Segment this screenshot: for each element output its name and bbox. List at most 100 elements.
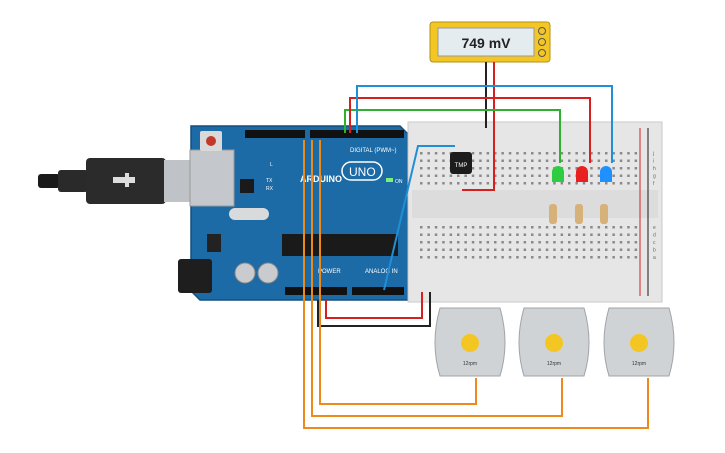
breadboard-hole[interactable] [427,152,430,155]
breadboard-hole[interactable] [523,248,527,252]
breadboard-hole[interactable] [479,226,482,229]
breadboard-hole[interactable] [508,167,512,170]
breadboard-hole[interactable] [612,241,615,244]
breadboard-hole[interactable] [427,256,430,259]
breadboard-hole[interactable] [634,248,638,252]
breadboard-hole[interactable] [553,152,556,155]
breadboard-hole[interactable] [605,226,608,229]
breadboard-hole[interactable] [516,256,519,259]
breadboard-hole[interactable] [545,182,549,185]
breadboard-hole[interactable] [449,174,453,178]
breadboard-hole[interactable] [523,226,527,229]
breadboard-hole[interactable] [434,152,438,155]
breadboard-hole[interactable] [590,167,593,170]
breadboard-hole[interactable] [568,233,571,237]
breadboard-hole[interactable] [501,152,504,155]
breadboard-hole[interactable] [501,182,504,185]
breadboard-hole[interactable] [605,241,608,244]
breadboard-hole[interactable] [523,182,527,185]
breadboard-hole[interactable] [494,248,497,252]
breadboard-hole[interactable] [538,159,541,163]
breadboard-hole[interactable] [575,248,578,252]
breadboard-hole[interactable] [597,256,601,259]
breadboard-hole[interactable] [442,248,445,252]
breadboard-hole[interactable] [523,159,527,163]
breadboard-hole[interactable] [538,182,541,185]
breadboard-hole[interactable] [612,152,615,155]
breadboard-hole[interactable] [471,248,475,252]
breadboard-hole[interactable] [501,226,504,229]
breadboard-hole[interactable] [471,233,475,237]
breadboard-hole[interactable] [568,241,571,244]
breadboard-hole[interactable] [560,226,564,229]
breadboard-hole[interactable] [531,226,534,229]
reset-button-icon[interactable] [206,136,216,146]
breadboard-hole[interactable] [479,256,482,259]
breadboard-hole[interactable] [634,182,638,185]
breadboard-hole[interactable] [605,159,608,163]
breadboard-hole[interactable] [523,256,527,259]
breadboard-hole[interactable] [545,248,549,252]
breadboard-hole[interactable] [479,182,482,185]
dc-motor[interactable]: 12rpm [434,307,506,377]
breadboard-hole[interactable] [516,174,519,178]
breadboard-hole[interactable] [553,233,556,237]
breadboard-hole[interactable] [531,233,534,237]
breadboard-hole[interactable] [575,233,578,237]
breadboard-hole[interactable] [486,241,490,244]
breadboard-hole[interactable] [627,233,630,237]
breadboard-hole[interactable] [538,233,541,237]
breadboard-hole[interactable] [560,152,564,155]
breadboard-hole[interactable] [420,174,423,178]
breadboard-hole[interactable] [560,159,564,163]
breadboard-hole[interactable] [442,256,445,259]
breadboard-hole[interactable] [420,159,423,163]
breadboard-hole[interactable] [457,256,460,259]
breadboard-hole[interactable] [597,182,601,185]
breadboard-hole[interactable] [531,174,534,178]
breadboard-hole[interactable] [575,159,578,163]
breadboard-hole[interactable] [486,152,490,155]
breadboard-hole[interactable] [582,241,586,244]
breadboard-hole[interactable] [464,256,467,259]
breadboard-hole[interactable] [582,159,586,163]
mode-r-button[interactable] [538,49,546,57]
breadboard-hole[interactable] [568,159,571,163]
breadboard-hole[interactable] [434,167,438,170]
breadboard-hole[interactable] [501,174,504,178]
breadboard-hole[interactable] [471,241,475,244]
breadboard-hole[interactable] [634,241,638,244]
breadboard-hole[interactable] [590,248,593,252]
breadboard-hole[interactable] [627,167,630,170]
breadboard-hole[interactable] [545,167,549,170]
breadboard-hole[interactable] [619,182,623,185]
breadboard-hole[interactable] [486,233,490,237]
breadboard-hole[interactable] [420,256,423,259]
usb-cable[interactable] [38,158,194,204]
breadboard-hole[interactable] [434,241,438,244]
breadboard-hole[interactable] [420,233,423,237]
breadboard-hole[interactable] [619,174,623,178]
breadboard-hole[interactable] [501,241,504,244]
breadboard-hole[interactable] [486,167,490,170]
breadboard-hole[interactable] [612,182,615,185]
resistors[interactable] [549,204,608,224]
breadboard-hole[interactable] [420,241,423,244]
breadboard-hole[interactable] [494,174,497,178]
breadboard-hole[interactable] [523,174,527,178]
breadboard-hole[interactable] [420,167,423,170]
breadboard-hole[interactable] [516,241,519,244]
breadboard-hole[interactable] [457,233,460,237]
breadboard-hole[interactable] [619,152,623,155]
led-blue[interactable] [600,166,612,182]
resistor-3[interactable] [600,204,608,224]
breadboard-hole[interactable] [582,182,586,185]
breadboard-hole[interactable] [479,167,482,170]
breadboard-hole[interactable] [612,233,615,237]
breadboard-hole[interactable] [582,248,586,252]
breadboard-hole[interactable] [449,256,453,259]
breadboard-hole[interactable] [508,174,512,178]
breadboard-hole[interactable] [494,167,497,170]
breadboard-hole[interactable] [516,167,519,170]
breadboard-hole[interactable] [486,248,490,252]
